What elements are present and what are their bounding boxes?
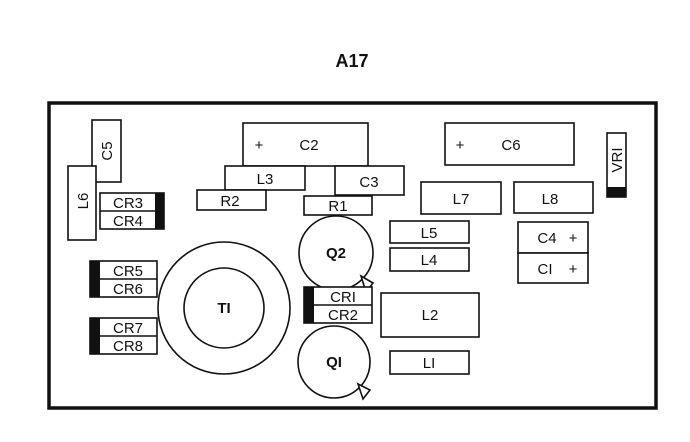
capacitor-c3: C3 <box>334 165 405 196</box>
inductor-l7: L7 <box>420 181 502 215</box>
cr3-label: CR3 <box>113 195 143 212</box>
inductor-l1: LI <box>389 350 470 375</box>
l5-label: L5 <box>421 225 438 242</box>
q2-label: Q2 <box>326 245 346 262</box>
diode-cr3-cr4: CR3 CR4 <box>99 192 165 230</box>
l3-label: L3 <box>257 171 274 188</box>
c6-label: C6 <box>501 137 520 154</box>
capacitor-c5: C5 <box>91 119 122 183</box>
l1-label: LI <box>423 355 436 372</box>
c1-polarity: + <box>569 261 578 278</box>
c2-polarity: + <box>255 137 264 154</box>
regulator-vr1: VRI <box>606 132 627 198</box>
c4-label: C4 <box>537 230 556 247</box>
c2-label: C2 <box>299 137 318 154</box>
c3-label: C3 <box>359 174 378 191</box>
l2-label: L2 <box>422 307 439 324</box>
cr8-label: CR8 <box>113 338 143 355</box>
transformer-t1: TI <box>157 241 291 375</box>
c1-label: CI <box>538 261 553 278</box>
cr1-label: CRI <box>330 289 356 306</box>
inductor-l4: L4 <box>389 247 470 272</box>
diode-cr5-cr6: CR5 CR6 <box>89 260 158 298</box>
cr2-label: CR2 <box>328 307 358 324</box>
cr6-label: CR6 <box>113 281 143 298</box>
l6-label: L6 <box>75 193 92 210</box>
cr4-label: CR4 <box>113 213 143 230</box>
inductor-l6: L6 <box>67 165 97 241</box>
diode-cr7-cr8: CR7 CR8 <box>89 317 158 355</box>
vr1-label: VRI <box>609 147 626 172</box>
q1-label: QI <box>326 354 342 371</box>
capacitor-c6: + C6 <box>444 122 575 166</box>
inductor-l8: L8 <box>513 181 594 214</box>
capacitor-c4: C4 + <box>517 221 589 254</box>
cr5-label: CR5 <box>113 263 143 280</box>
resistor-r2: R2 <box>196 189 267 211</box>
capacitor-c2: + C2 <box>242 122 369 167</box>
c5-label: C5 <box>99 141 116 160</box>
board-title: A17 <box>335 51 368 71</box>
c6-polarity: + <box>456 137 465 154</box>
transistor-q1: QI <box>297 325 372 401</box>
l7-label: L7 <box>453 191 470 208</box>
t1-label: TI <box>217 300 230 317</box>
r1-label: R1 <box>328 198 347 215</box>
capacitor-c1: CI + <box>517 252 589 284</box>
cr7-label: CR7 <box>113 320 143 337</box>
r2-label: R2 <box>220 193 239 210</box>
c4-polarity: + <box>569 230 578 247</box>
inductor-l2: L2 <box>380 292 480 338</box>
inductor-l5: L5 <box>389 220 470 244</box>
l4-label: L4 <box>421 252 438 269</box>
resistor-r1: R1 <box>303 195 373 216</box>
diode-cr1-cr2: CRI CR2 <box>303 286 373 324</box>
inductor-l3: L3 <box>224 165 306 191</box>
l8-label: L8 <box>542 191 559 208</box>
